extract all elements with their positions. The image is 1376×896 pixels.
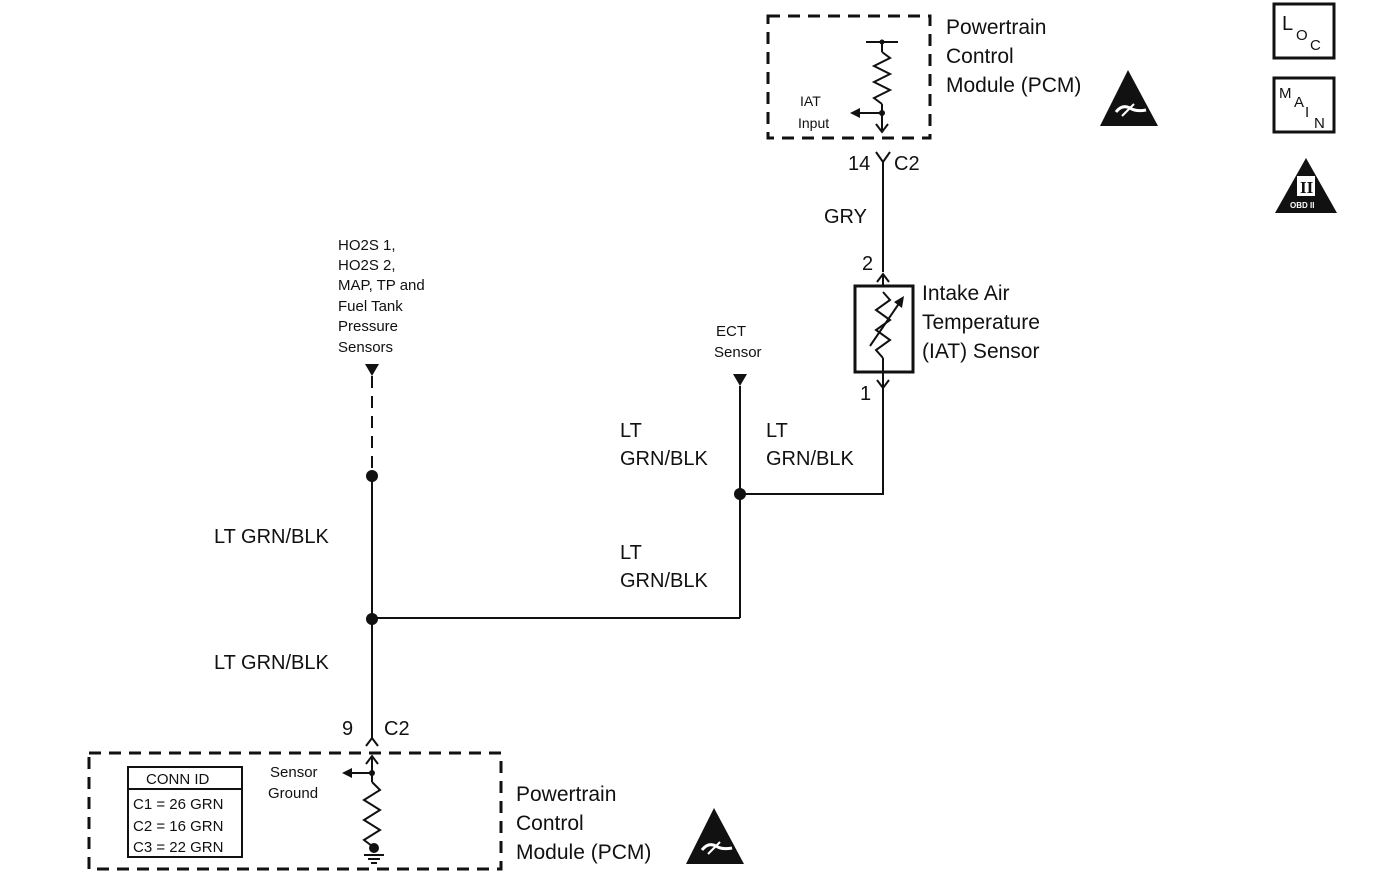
wire-ect-label-line2: GRN/BLK (620, 448, 708, 470)
obd-caption: OBD II (1290, 201, 1314, 210)
iat-sensor: 2 Intake Air Temperature (IAT) Sensor 1 (853, 253, 1040, 405)
wire-gry-label: GRY (824, 206, 867, 228)
splice-main (366, 613, 378, 625)
wire-iat-return (740, 388, 884, 495)
esd-warning-icon-bottom (686, 808, 744, 864)
obd-roman-numeral: II (1300, 178, 1314, 197)
wire-iat-label-line2: GRN/BLK (766, 448, 854, 470)
ho2s-label-line6: Sensors (338, 339, 393, 356)
conn-id-row-3: C3 = 22 GRN (133, 839, 223, 856)
conn-id-header: CONN ID (146, 771, 210, 788)
sensor-ground-label-line2: Ground (268, 785, 318, 802)
connector-bottom-id: C2 (384, 718, 410, 740)
connector-bottom: 9 C2 (342, 718, 410, 747)
pcm-bottom-resistor-icon (362, 781, 382, 847)
iat-title-line2: Temperature (922, 311, 1040, 334)
wire-ect-label-line1: LT (620, 420, 642, 442)
pcm-top-title-line2: Control (946, 45, 1014, 68)
wire-left-upper-label: LT GRN/BLK (214, 526, 330, 548)
pcm-bottom-title-line2: Control (516, 812, 584, 835)
pcm-bottom-title-line1: Powertrain (516, 783, 616, 806)
conn-id-table (127, 766, 243, 858)
connector-bottom-icon (365, 736, 379, 747)
loc-letter-c: C (1310, 37, 1321, 54)
main-letter-i: I (1305, 104, 1309, 121)
ect-label-line2: Sensor (714, 344, 762, 361)
pcm-bottom-boundary (87, 751, 503, 871)
ho2s-label-line2: HO2S 2, (338, 257, 396, 274)
sensor-ground-label-line1: Sensor (270, 764, 318, 781)
ect-label-line1: ECT (716, 323, 746, 340)
iat-thermistor-icon (874, 291, 892, 359)
loc-letter-l: L (1282, 13, 1293, 35)
pcm-top-boundary (766, 14, 932, 140)
iat-title-line3: (IAT) Sensor (922, 340, 1039, 363)
main-letter-m: M (1279, 85, 1292, 102)
esd-warning-icon (1100, 70, 1158, 126)
wire-middle-label-line2: GRN/BLK (620, 570, 708, 592)
pcm-bottom-module: CONN ID C1 = 26 GRN C2 = 16 GRN C3 = 22 … (87, 751, 744, 871)
ho2s-label-line1: HO2S 1, (338, 237, 396, 254)
connector-top-id: C2 (894, 153, 920, 175)
wire-iat-label-line1: LT (766, 420, 788, 442)
iat-input-label-line1: IAT (800, 93, 821, 109)
pcm-top-title-line1: Powertrain (946, 16, 1046, 39)
iat-input-label-line2: Input (798, 115, 829, 131)
pcm-top-title-line3: Module (PCM) (946, 74, 1081, 97)
iat-pin-bottom: 1 (860, 383, 871, 405)
connector-top: 14 C2 (848, 151, 920, 175)
iat-pin-top: 2 (862, 253, 873, 275)
splice-ect (734, 488, 746, 500)
loc-icon[interactable]: L O C (1272, 2, 1336, 60)
pcm-top-module: IAT Input Powertrain Control Module (PCM… (766, 14, 1158, 140)
iat-title-line1: Intake Air (922, 282, 1010, 305)
connector-top-icon (875, 151, 891, 164)
wire-left-lower-label: LT GRN/BLK (214, 652, 330, 674)
pcm-bottom-title-line3: Module (PCM) (516, 841, 651, 864)
ho2s-label-line4: Fuel Tank (338, 298, 403, 315)
main-letter-a: A (1294, 94, 1304, 111)
connector-bottom-pin: 9 (342, 718, 353, 740)
main-icon[interactable]: M A I N (1272, 76, 1336, 134)
connector-top-pin: 14 (848, 153, 870, 175)
ground-icon (364, 854, 384, 864)
wire-middle-label-line1: LT (620, 542, 642, 564)
ho2s-label-line5: Pressure (338, 318, 398, 335)
ho2s-connector-icon (365, 364, 379, 376)
conn-id-row-1: C1 = 26 GRN (133, 796, 223, 813)
ect-connector-icon (733, 374, 747, 386)
main-letter-n: N (1314, 115, 1325, 132)
pcm-top-resistor-icon (871, 51, 893, 105)
ho2s-label-line3: MAP, TP and (338, 277, 425, 294)
conn-id-row-2: C2 = 16 GRN (133, 818, 223, 835)
obd-ii-icon[interactable]: II OBD II (1275, 158, 1337, 213)
loc-letter-o: O (1296, 27, 1308, 44)
